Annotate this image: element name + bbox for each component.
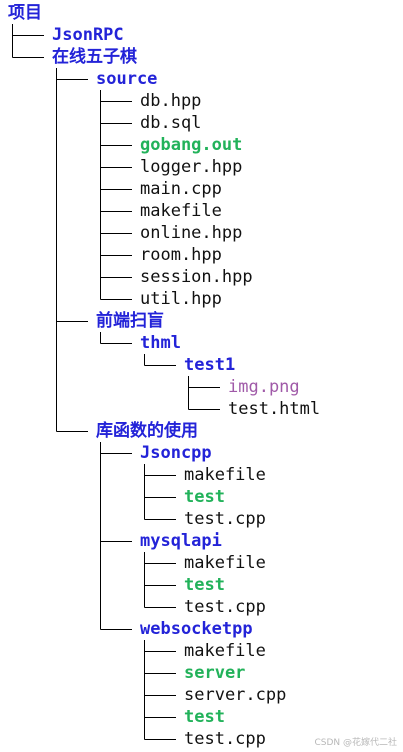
tree-file[interactable]: db.hpp <box>140 91 202 111</box>
tree-folder[interactable]: mysqlapi <box>140 531 222 551</box>
tree-file[interactable]: db.sql <box>140 113 202 133</box>
watermark: CSDN @花嫁代二社 <box>314 738 397 748</box>
tree-executable[interactable]: test <box>184 575 225 595</box>
tree-file[interactable]: test.cpp <box>184 597 266 617</box>
tree-file[interactable]: test.cpp <box>184 729 266 749</box>
tree-folder[interactable]: 库函数的使用 <box>96 421 198 441</box>
tree-file[interactable]: logger.hpp <box>140 157 243 177</box>
tree-folder[interactable]: websocketpp <box>140 619 253 639</box>
tree-folder[interactable]: 项目 <box>8 3 42 23</box>
tree-folder[interactable]: test1 <box>184 355 236 375</box>
tree-file[interactable]: server.cpp <box>184 685 287 705</box>
tree-folder[interactable]: Jsoncpp <box>140 443 212 463</box>
tree-folder[interactable]: thml <box>140 333 181 353</box>
tree-executable[interactable]: gobang.out <box>140 135 243 155</box>
tree-file[interactable]: room.hpp <box>140 245 222 265</box>
tree-file[interactable]: session.hpp <box>140 267 253 287</box>
tree-executable[interactable]: test <box>184 707 225 727</box>
tree-file[interactable]: main.cpp <box>140 179 222 199</box>
tree-file[interactable]: makefile <box>184 641 266 661</box>
tree-executable[interactable]: server <box>184 663 246 683</box>
tree-file[interactable]: util.hpp <box>140 289 222 309</box>
tree-executable[interactable]: test <box>184 487 225 507</box>
tree-file[interactable]: online.hpp <box>140 223 243 243</box>
tree-folder[interactable]: JsonRPC <box>52 25 124 45</box>
tree-file[interactable]: makefile <box>140 201 222 221</box>
tree-file[interactable]: test.html <box>228 399 321 419</box>
tree-file[interactable]: makefile <box>184 553 266 573</box>
tree-folder[interactable]: source <box>96 69 158 89</box>
tree-folder[interactable]: 在线五子棋 <box>52 47 137 67</box>
tree-file[interactable]: test.cpp <box>184 509 266 529</box>
tree-folder[interactable]: 前端扫盲 <box>96 311 164 331</box>
tree-image-file[interactable]: img.png <box>228 377 300 397</box>
tree-file[interactable]: makefile <box>184 465 266 485</box>
